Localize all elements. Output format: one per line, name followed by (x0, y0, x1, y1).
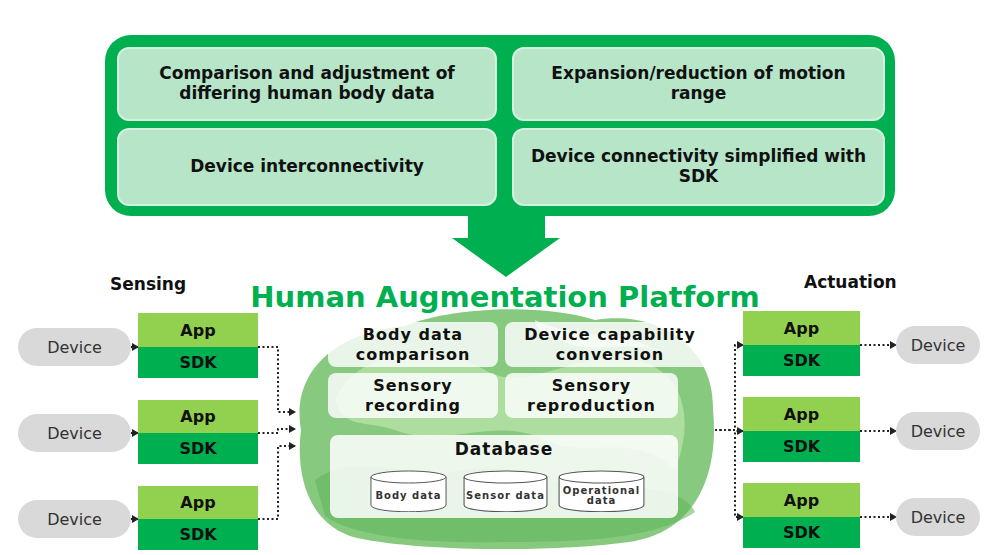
dotted-connector (131, 346, 138, 348)
node-text: Sensory recording (334, 376, 492, 414)
sdk-box: SDK (138, 519, 258, 550)
node-text: Device (911, 508, 966, 527)
node-text: Database (455, 439, 553, 459)
sdk-box: SDK (743, 517, 860, 548)
sdk-box: SDK (743, 345, 860, 376)
node-text: Comparison and adjustment of differing h… (129, 64, 485, 103)
node-text: App (784, 491, 819, 510)
dotted-connector (715, 430, 743, 517)
dotted-connector (258, 429, 295, 433)
node-text: App (784, 405, 819, 424)
app-box: App (743, 483, 860, 517)
cloud-swirl (315, 466, 695, 542)
app-box: App (138, 313, 258, 347)
database-cylinder: Sensor data (463, 470, 548, 512)
function-box: Body data comparison (328, 322, 498, 367)
node-text: Expansion/reduction of motion range (524, 64, 873, 103)
cylinder-top (464, 471, 547, 483)
cloud-body (300, 309, 714, 549)
device-pill: Device (896, 326, 980, 364)
node-text: App (784, 319, 819, 338)
device-pill: Device (18, 500, 131, 538)
node-text: Body data (375, 491, 441, 502)
device-pill: Device (18, 328, 131, 366)
database-box: DatabaseBody data Sensor data Operational … (330, 435, 678, 518)
node-text: Device (47, 510, 102, 529)
feature-box: Expansion/reduction of motion range (512, 47, 885, 121)
node-text: App (180, 321, 215, 340)
node-text: SDK (179, 353, 216, 372)
node-text: Device (47, 338, 102, 357)
dotted-connector (715, 345, 743, 430)
node-text: App (180, 493, 215, 512)
node-text: Sensory reproduction (511, 376, 672, 414)
section-label: Sensing (110, 274, 186, 294)
node-text: SDK (783, 351, 820, 370)
app-box: App (138, 486, 258, 519)
platform-title: Human Augmentation Platform (250, 280, 759, 314)
database-cylinder: Operational data (558, 470, 645, 512)
node-text: Device interconnectivity (190, 157, 424, 177)
device-pill: Device (896, 412, 980, 450)
feature-box: Comparison and adjustment of differing h… (117, 47, 497, 121)
dotted-connector (258, 347, 295, 412)
function-box: Device capability conversion (505, 322, 715, 367)
app-box: App (138, 400, 258, 433)
function-box: Sensory reproduction (505, 373, 678, 418)
cylinder-top (371, 471, 446, 483)
cylinder-top (559, 471, 644, 483)
device-pill: Device (18, 414, 131, 452)
node-text: App (180, 407, 215, 426)
section-label: Actuation (804, 272, 897, 292)
function-box: Sensory recording (328, 373, 498, 418)
callout-pointer (452, 212, 560, 277)
dotted-connector (258, 446, 295, 519)
app-box: App (743, 311, 860, 345)
feature-box: Device interconnectivity (117, 128, 497, 206)
sdk-box: SDK (138, 347, 258, 378)
callout-background (105, 35, 895, 216)
node-text: Sensor data (466, 491, 545, 502)
platform-cloud: Human Augmentation PlatformBody data com… (295, 280, 715, 550)
dotted-connector (860, 516, 896, 518)
dotted-connector (860, 344, 896, 346)
node-text: Device (47, 424, 102, 443)
node-text: Device (911, 422, 966, 441)
sdk-box: SDK (138, 433, 258, 464)
dotted-connector (131, 518, 138, 520)
node-text: SDK (783, 523, 820, 542)
node-text: Device (911, 336, 966, 355)
sdk-box: SDK (743, 431, 860, 462)
device-pill: Device (896, 498, 980, 536)
node-text: Device capability conversion (511, 325, 709, 363)
node-text: SDK (783, 437, 820, 456)
node-text: SDK (179, 439, 216, 458)
node-text: Body data comparison (334, 325, 492, 363)
node-text: Operational data (558, 486, 645, 507)
dotted-connector (860, 430, 896, 432)
node-text: SDK (179, 525, 216, 544)
database-cylinder: Body data (370, 470, 447, 512)
feature-box: Device connectivity simplified with SDK (512, 128, 885, 206)
node-text: Device connectivity simplified with SDK (524, 147, 873, 186)
dotted-connector (131, 432, 138, 434)
app-box: App (743, 397, 860, 431)
